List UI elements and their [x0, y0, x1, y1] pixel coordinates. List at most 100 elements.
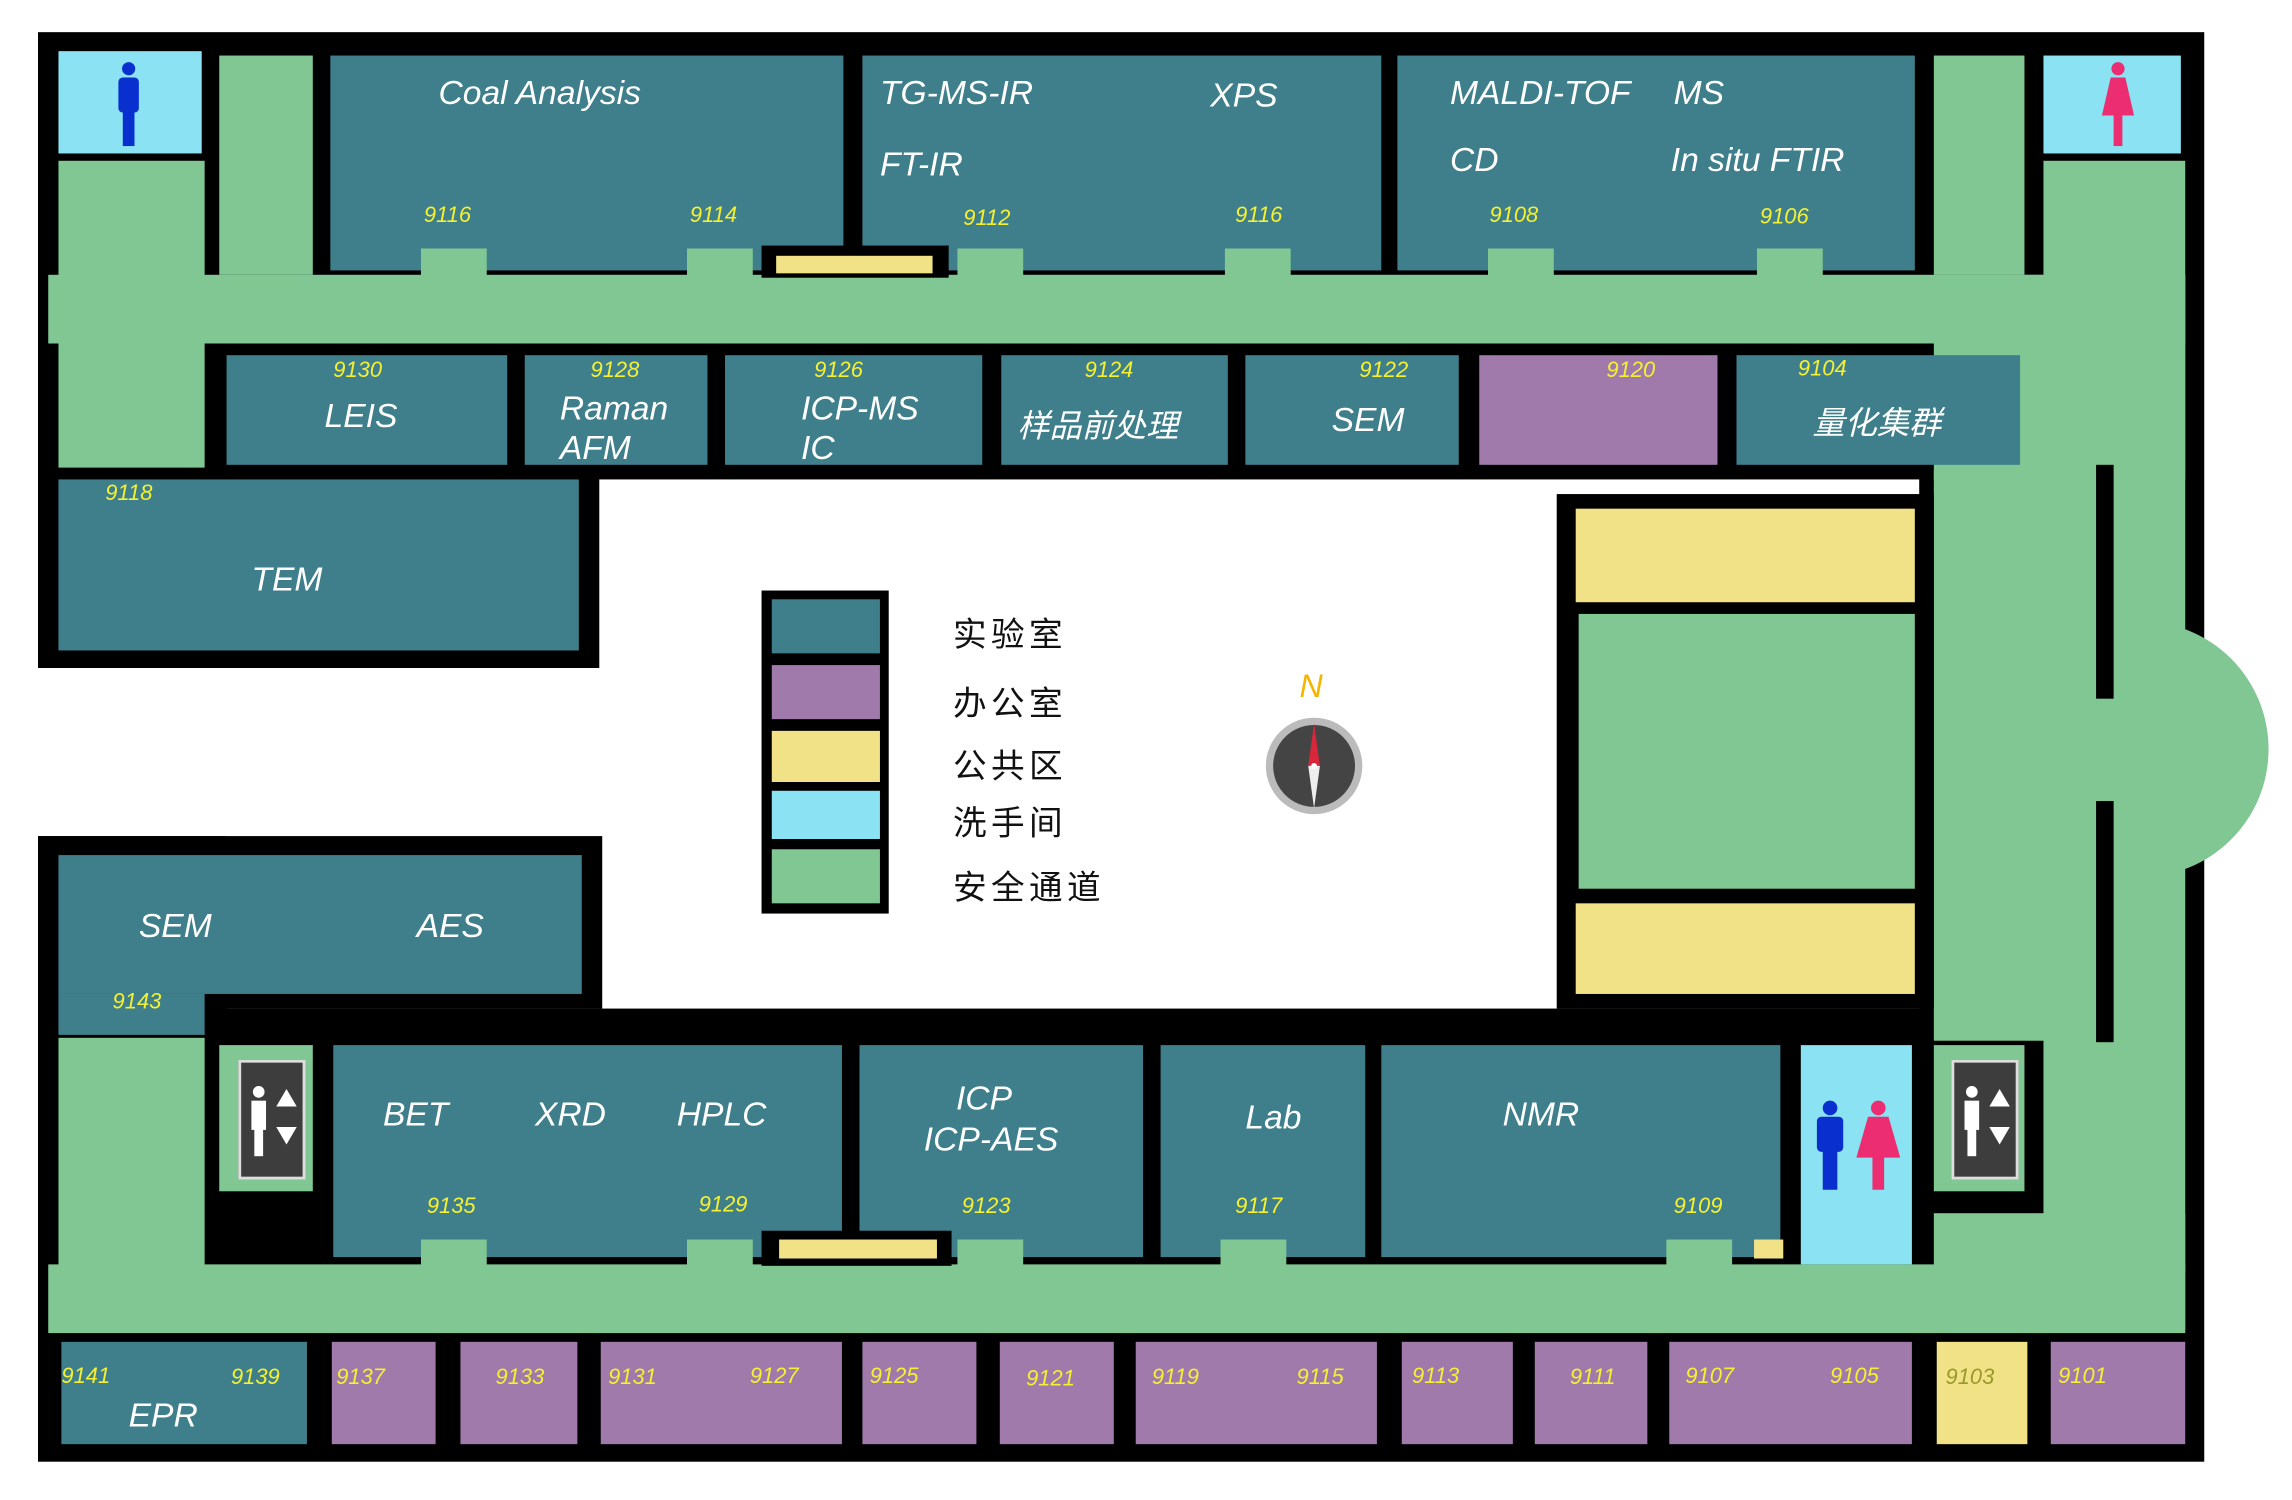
legend-label-exit: 安全通道 [953, 869, 1106, 908]
corridor-west-upper [58, 160, 205, 468]
public-area [1575, 508, 1915, 603]
room-number: 9109 [1673, 1194, 1723, 1220]
door [420, 248, 487, 278]
corridor-se [1933, 1213, 2186, 1272]
room-number: 9121 [1026, 1366, 1075, 1392]
lab-icp-ms [725, 355, 983, 465]
lab-icp [859, 1045, 1144, 1258]
legend-swatch-office [771, 665, 880, 720]
room-number: 9104 [1797, 356, 1847, 382]
man-icon [117, 61, 140, 147]
lab-epr [61, 1341, 307, 1445]
room-number: 9143 [112, 989, 162, 1015]
room-label: HPLC [676, 1094, 767, 1133]
office-9120 [1479, 355, 1718, 465]
room-number: 9106 [1759, 204, 1809, 230]
public-area-small [779, 1239, 937, 1259]
room-label: MS [1673, 73, 1725, 112]
lab-sem [1245, 355, 1459, 465]
room-number: 9105 [1830, 1363, 1879, 1389]
office [2050, 1341, 2186, 1445]
door [686, 248, 753, 278]
exit-area [1578, 613, 1915, 889]
room-number: 9120 [1606, 358, 1656, 383]
room-number: 9124 [1084, 358, 1134, 383]
woman-icon [2101, 61, 2135, 147]
lab-coal-analysis [330, 55, 844, 271]
room-number: 9139 [230, 1365, 280, 1391]
office [862, 1341, 977, 1445]
room-label: NMR [1502, 1094, 1580, 1133]
office [1534, 1341, 1648, 1445]
room-label: Coal Analysis [438, 73, 641, 112]
room-number: 9119 [1151, 1365, 1199, 1391]
public-area [1575, 903, 1915, 994]
room-number: 9135 [426, 1194, 476, 1220]
room-label: In situ FTIR [1670, 140, 1845, 179]
door [1220, 1239, 1287, 1269]
corridor-nw-strip [219, 55, 313, 275]
room-number: 9116 [1235, 203, 1283, 229]
man-woman-icon [1813, 1099, 1904, 1190]
room-label: IC [801, 428, 835, 467]
office [1135, 1341, 1377, 1445]
lab-leis [226, 355, 508, 465]
door [1488, 248, 1554, 278]
room-number: 9101 [2058, 1363, 2107, 1389]
lab-tg-ms-ir [862, 55, 1382, 271]
lab-tem [58, 479, 579, 651]
legend-label-lab: 实验室 [953, 616, 1068, 655]
wall [2096, 464, 2114, 699]
room-label: Lab [1245, 1097, 1302, 1136]
door [1756, 248, 1823, 278]
room-number: 9127 [749, 1363, 799, 1389]
room-label: XRD [534, 1094, 606, 1133]
legend-swatch-lab [771, 599, 880, 654]
room-label: AES [416, 906, 484, 945]
office [600, 1341, 842, 1445]
room-number: 9129 [698, 1192, 748, 1218]
lab-sample-prep [1001, 355, 1228, 465]
corridor-east-inner [1933, 470, 2095, 1041]
room-label: SEM [138, 906, 212, 945]
room-number: 9123 [961, 1194, 1011, 1220]
room-number: 9117 [1235, 1194, 1283, 1220]
room-number: 9107 [1685, 1363, 1735, 1389]
lab-sem-aes [58, 855, 582, 994]
room-number: 9113 [1412, 1363, 1460, 1389]
room-label: BET [382, 1094, 449, 1133]
door [957, 1239, 1024, 1269]
legend-swatch-exit [771, 849, 880, 904]
office [460, 1341, 578, 1445]
corridor-ne-strip [1933, 55, 2025, 275]
room-number: 9116 [423, 203, 472, 229]
door [686, 1239, 753, 1269]
room-label: 量化集群 [1812, 404, 1942, 442]
office [331, 1341, 436, 1445]
legend-label-office: 办公室 [953, 685, 1068, 724]
room-label: ICP-MS [801, 388, 919, 427]
lab-quantum-cluster [1736, 355, 2021, 465]
corridor-south [48, 1264, 2186, 1334]
room-number: 9118 [105, 480, 153, 506]
corridor-west-lower [58, 1037, 205, 1272]
legend-swatch-restroom [771, 790, 880, 840]
door [1666, 1239, 1733, 1269]
wall [2096, 801, 2114, 1043]
room-label: 样品前处理 [1017, 407, 1179, 445]
door [1224, 248, 1291, 278]
lab-bet-xrd-hplc [333, 1045, 842, 1258]
room-label: TG-MS-IR [879, 73, 1034, 112]
room-number: 9111 [1569, 1365, 1616, 1391]
door [420, 1239, 487, 1269]
office [1669, 1341, 1912, 1445]
office [1401, 1341, 1513, 1445]
legend-swatch-public [771, 730, 880, 783]
room-number: 9103 [1945, 1365, 1995, 1391]
room-label: XPS [1210, 76, 1278, 115]
legend-label-public: 公共区 [953, 748, 1068, 787]
lab-maldi [1397, 55, 1915, 271]
room-label: FT-IR [879, 144, 963, 183]
room-number: 9126 [814, 358, 863, 383]
